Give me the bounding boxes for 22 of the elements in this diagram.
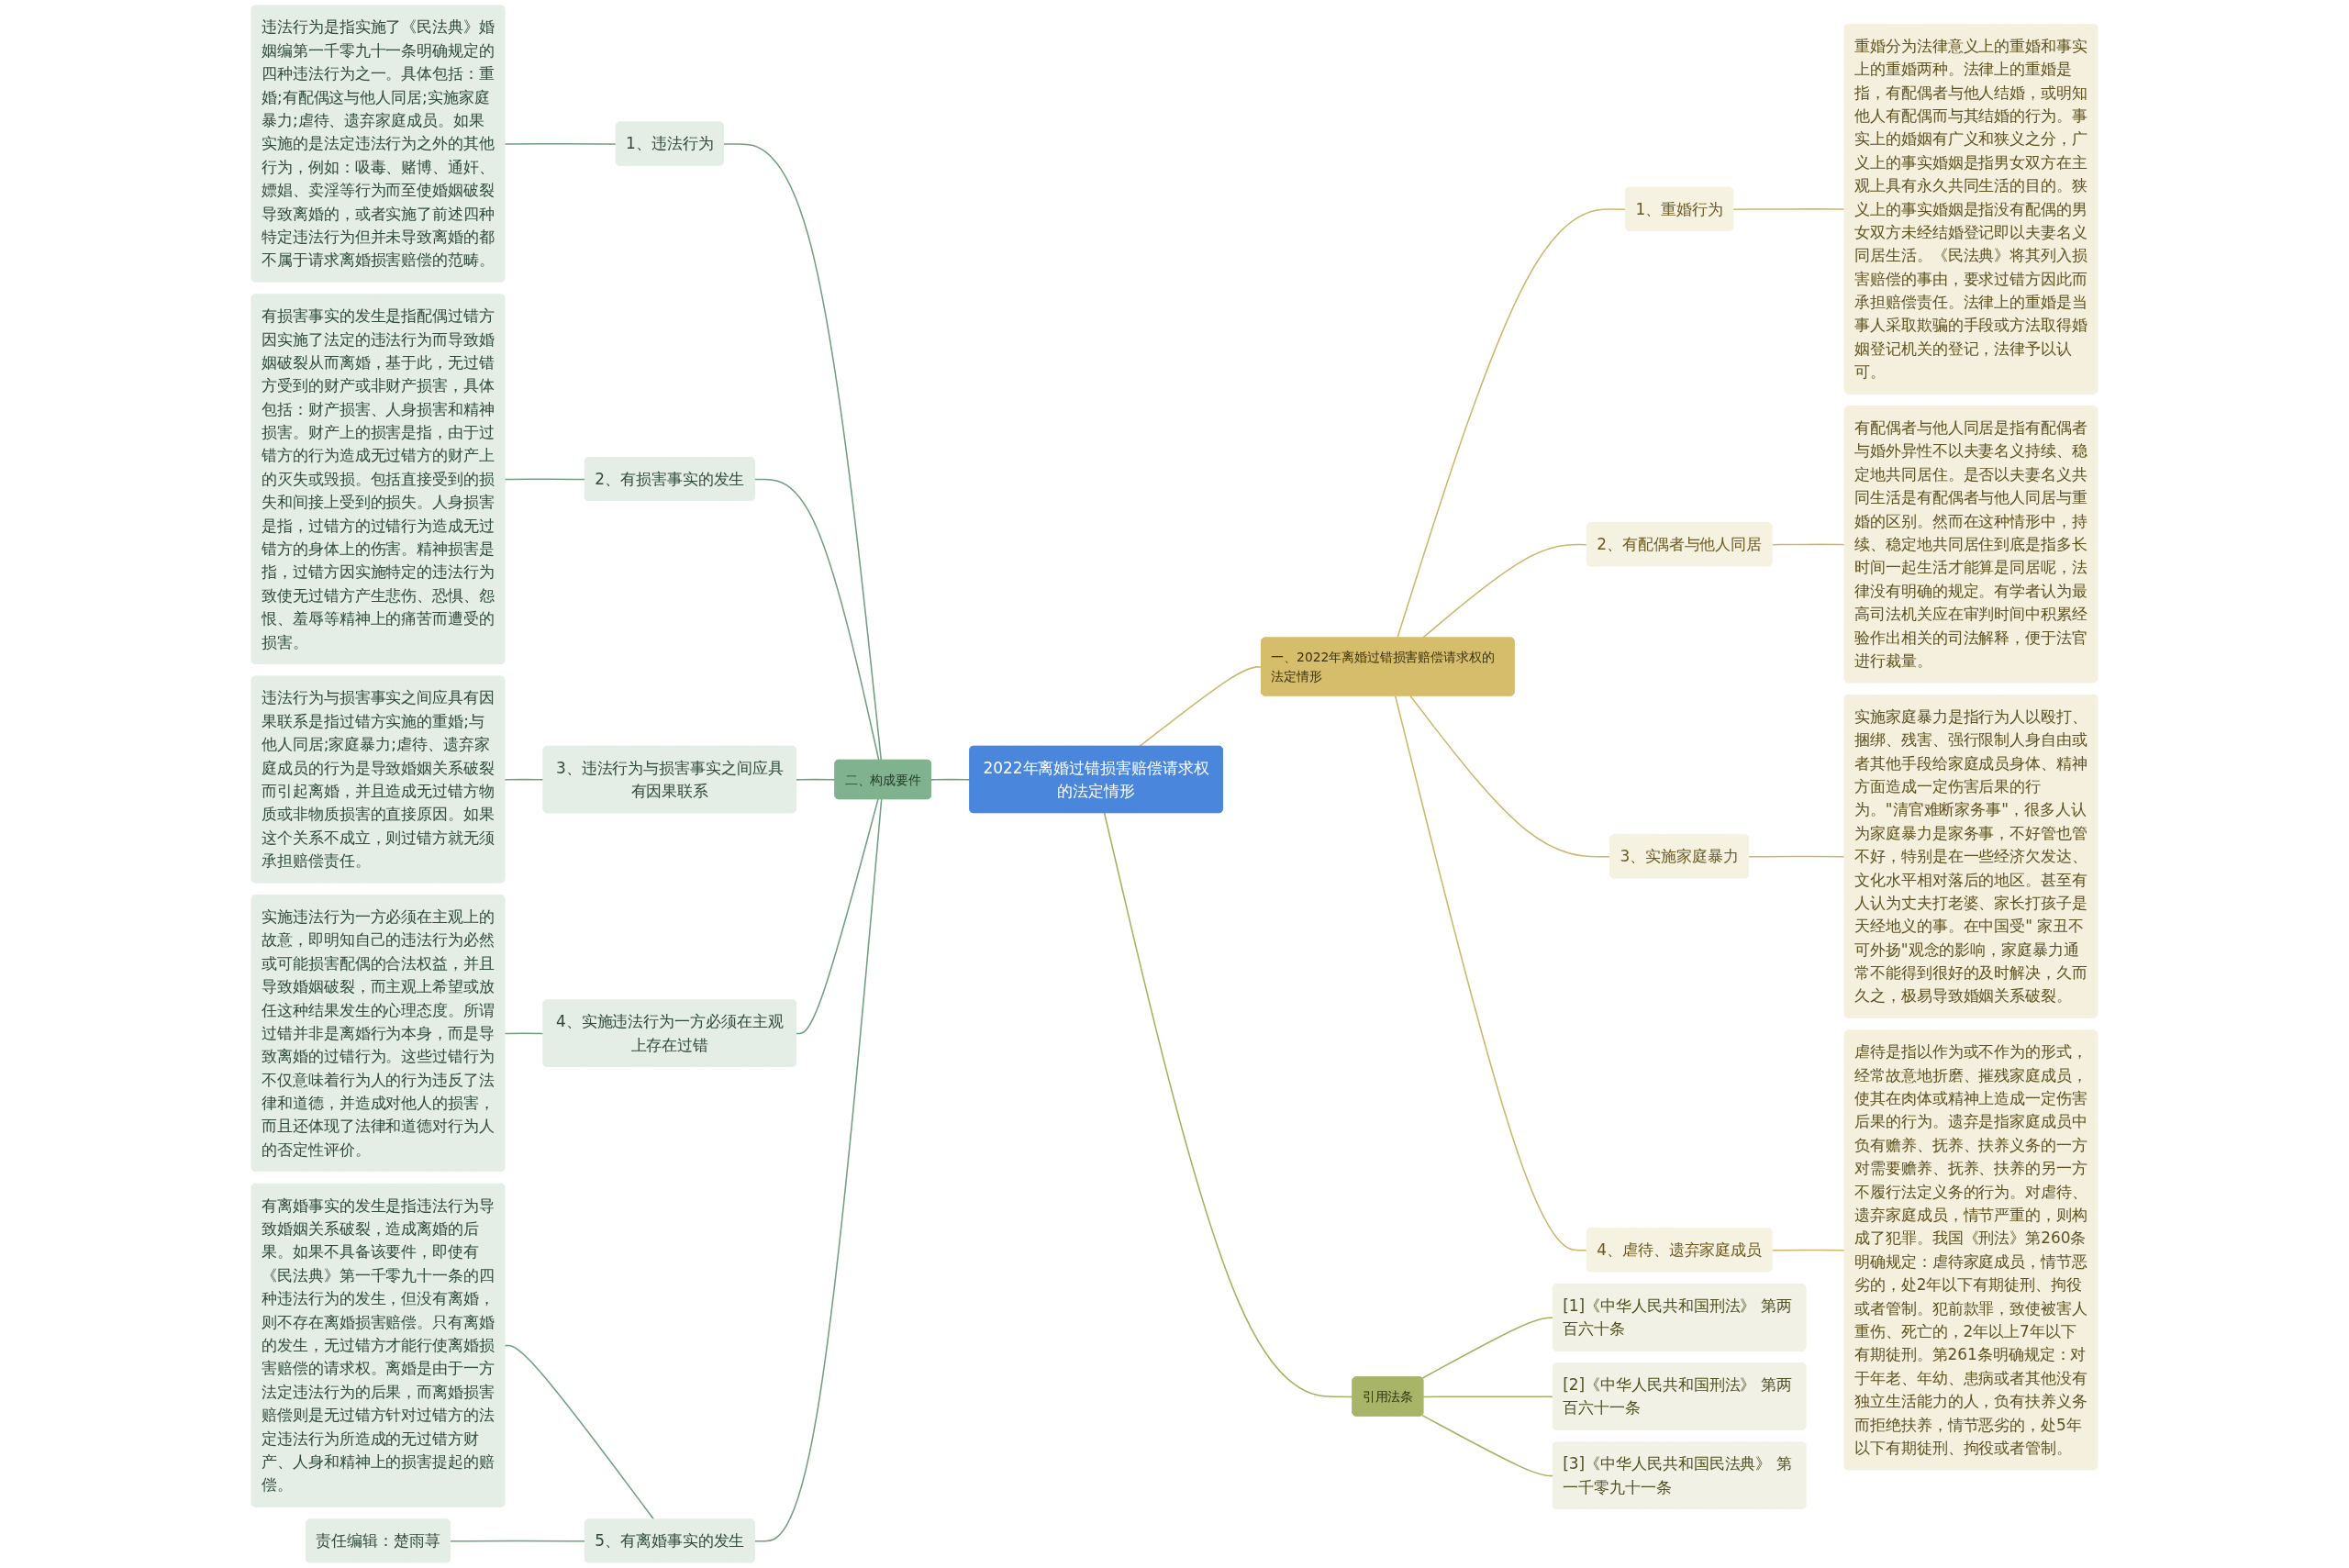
connector	[930, 778, 971, 781]
connector	[1409, 695, 1611, 858]
connector	[504, 778, 545, 781]
connector	[1732, 208, 1846, 210]
connector	[1422, 1396, 1554, 1398]
connector	[1397, 208, 1627, 639]
connector	[1748, 855, 1846, 858]
connector	[504, 1032, 545, 1035]
connector	[504, 142, 618, 145]
connector	[753, 798, 883, 1542]
connector	[1421, 1414, 1554, 1477]
connector	[1771, 1249, 1846, 1251]
connector	[753, 478, 880, 762]
connector	[722, 143, 883, 762]
connector	[450, 1540, 586, 1542]
connector	[1421, 1317, 1554, 1379]
connector	[796, 798, 879, 1035]
connector	[504, 478, 586, 481]
connector	[1138, 666, 1263, 748]
connector	[1394, 695, 1588, 1251]
connector	[1771, 543, 1846, 546]
connector	[1421, 543, 1588, 639]
